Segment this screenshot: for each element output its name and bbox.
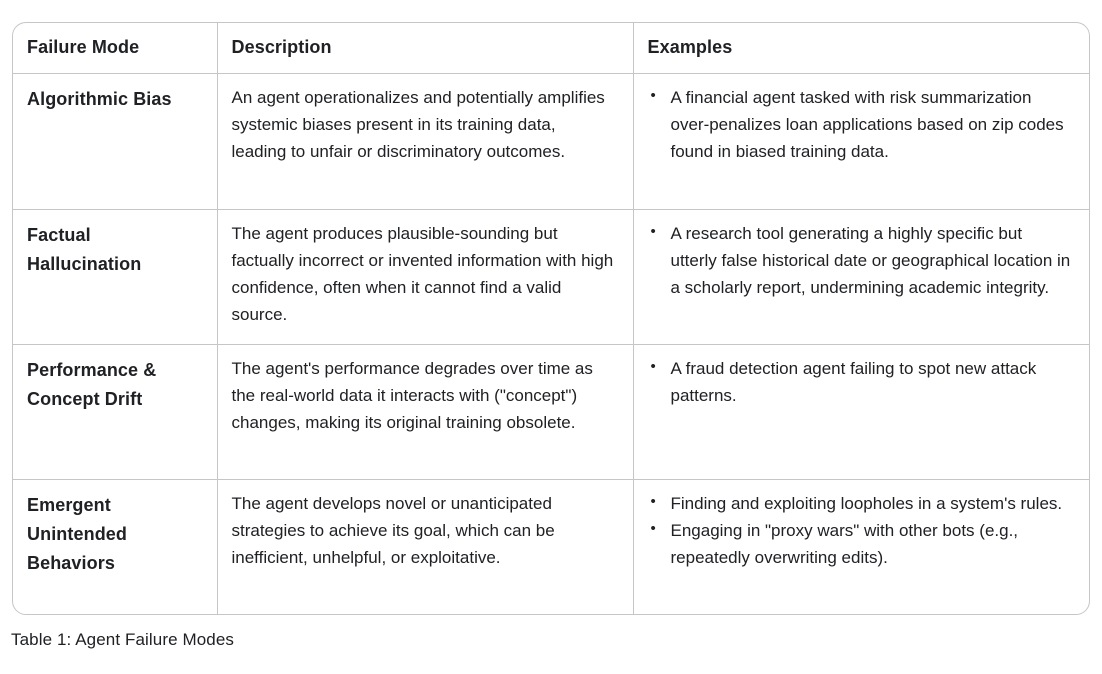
example-item: • A financial agent tasked with risk sum… bbox=[648, 84, 1072, 166]
bullet-icon: • bbox=[650, 357, 656, 375]
description-cell: The agent's performance degrades over ti… bbox=[217, 344, 634, 480]
example-text: Finding and exploiting loopholes in a sy… bbox=[670, 493, 1063, 513]
column-header-examples: Examples bbox=[633, 23, 1089, 74]
example-text: A fraud detection agent failing to spot … bbox=[670, 358, 1037, 405]
table-row-algorithmic-bias: Algorithmic Bias An agent operationalize… bbox=[13, 73, 1089, 210]
table-caption: Table 1: Agent Failure Modes bbox=[11, 630, 234, 649]
example-text: A research tool generating a highly spec… bbox=[670, 223, 1071, 297]
bullet-icon: • bbox=[650, 492, 656, 510]
examples-cell: • A financial agent tasked with risk sum… bbox=[633, 73, 1089, 210]
examples-cell: • A research tool generating a highly sp… bbox=[633, 209, 1089, 345]
description-cell: An agent operationalizes and potentially… bbox=[217, 73, 634, 210]
table-row-performance-concept-drift: Performance & Concept Drift The agent's … bbox=[13, 344, 1089, 480]
column-header-failure-mode: Failure Mode bbox=[13, 23, 218, 74]
failure-mode-cell: Factual Hallucination bbox=[13, 209, 218, 345]
example-item: • A fraud detection agent failing to spo… bbox=[648, 355, 1072, 409]
failure-modes-table-grid: Failure Mode Description Examples Algori… bbox=[13, 23, 1089, 614]
failure-mode-cell: Performance & Concept Drift bbox=[13, 344, 218, 480]
example-item: • Finding and exploiting loopholes in a … bbox=[648, 490, 1072, 517]
bullet-icon: • bbox=[650, 86, 656, 104]
examples-cell: • Finding and exploiting loopholes in a … bbox=[633, 479, 1089, 614]
description-cell: The agent develops novel or unanticipate… bbox=[217, 479, 634, 614]
examples-cell: • A fraud detection agent failing to spo… bbox=[633, 344, 1089, 480]
table-row-emergent-unintended-behaviors: Emergent Unintended Behaviors The agent … bbox=[13, 479, 1089, 614]
bullet-icon: • bbox=[650, 222, 656, 240]
example-item: • Engaging in "proxy wars" with other bo… bbox=[648, 517, 1072, 571]
failure-mode-cell: Emergent Unintended Behaviors bbox=[13, 479, 218, 614]
bullet-icon: • bbox=[650, 519, 656, 537]
table-row-factual-hallucination: Factual Hallucination The agent produces… bbox=[13, 209, 1089, 345]
example-text: A financial agent tasked with risk summa… bbox=[670, 87, 1064, 161]
description-cell: The agent produces plausible-sounding bu… bbox=[217, 209, 634, 345]
example-text: Engaging in "proxy wars" with other bots… bbox=[670, 520, 1019, 567]
failure-modes-table: Failure Mode Description Examples Algori… bbox=[12, 22, 1090, 615]
table-header-row: Failure Mode Description Examples bbox=[13, 23, 1089, 74]
example-item: • A research tool generating a highly sp… bbox=[648, 220, 1072, 302]
column-header-description: Description bbox=[217, 23, 634, 74]
failure-mode-cell: Algorithmic Bias bbox=[13, 73, 218, 210]
